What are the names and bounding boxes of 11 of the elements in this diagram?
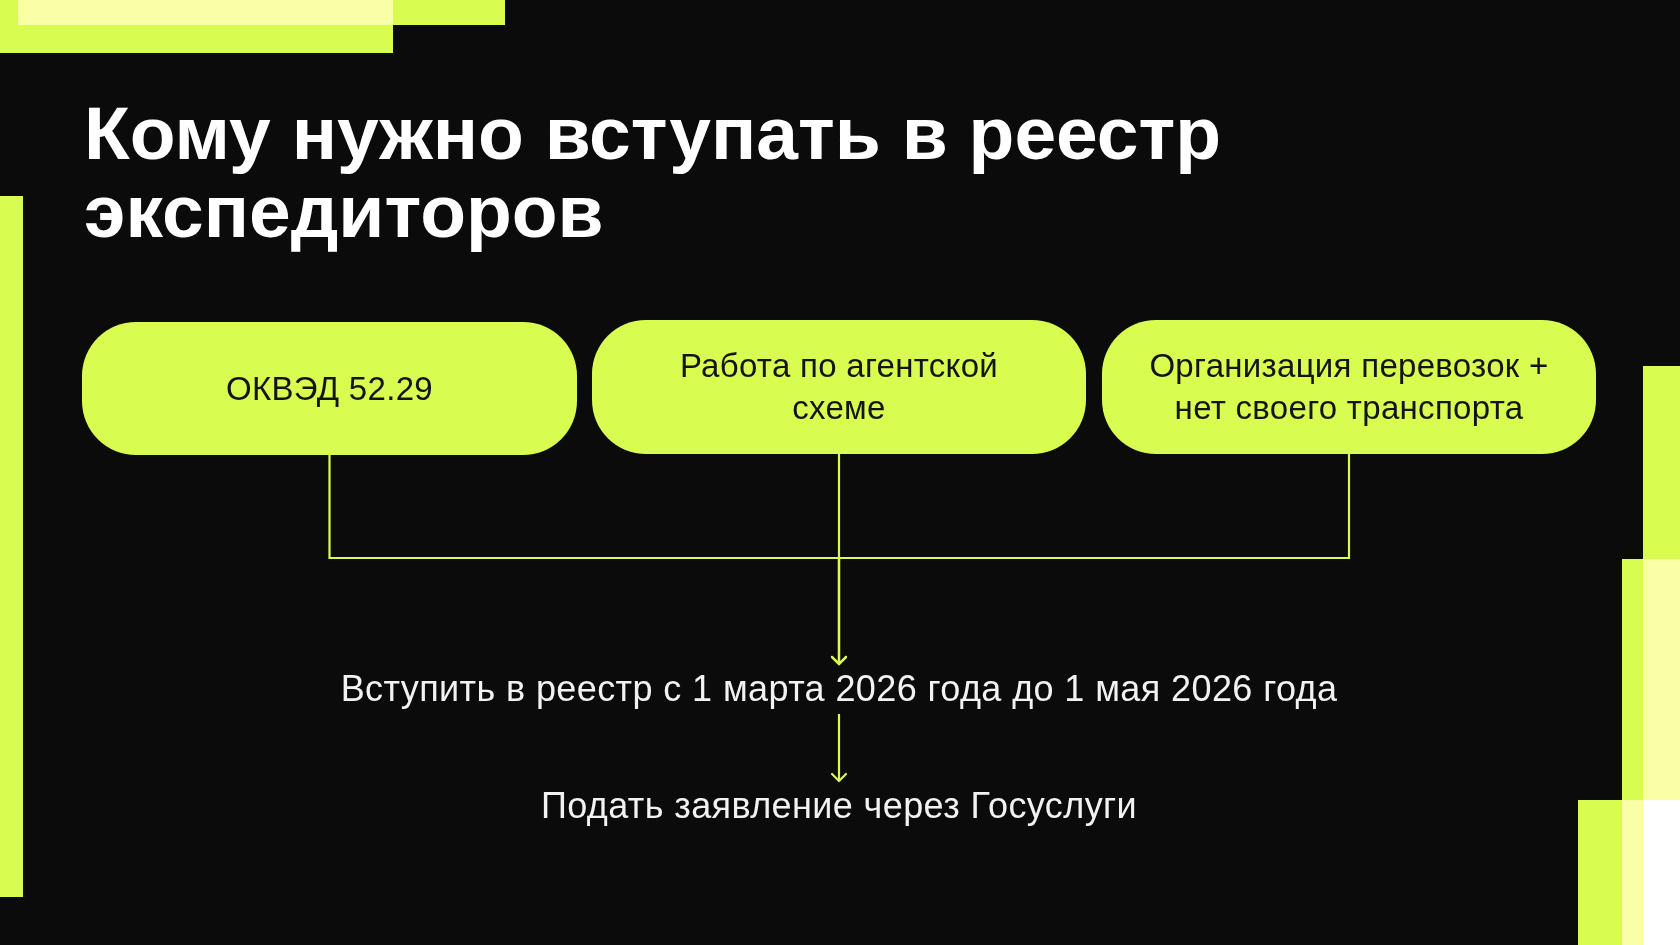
rounded-box	[592, 320, 1086, 454]
connector-arrow	[830, 454, 1351, 666]
rounded-box	[82, 322, 577, 455]
connector-arrow	[830, 714, 848, 783]
step-text: Вступить в реестр с 1 марта 2026 года до 1 мая 2026 года	[340, 668, 1338, 710]
box-label: Организация перевозок + нет своего транспорта	[1148, 346, 1550, 428]
step-text: Подать заявление через Госуслуги	[540, 785, 1138, 827]
box-label: ОКВЭД 52.29	[226, 368, 433, 409]
box-label: Работа по агентской схеме	[678, 346, 1000, 428]
rounded-box	[1102, 320, 1596, 454]
title: Кому нужно вступать в реестр экспедиторов	[84, 94, 1223, 250]
